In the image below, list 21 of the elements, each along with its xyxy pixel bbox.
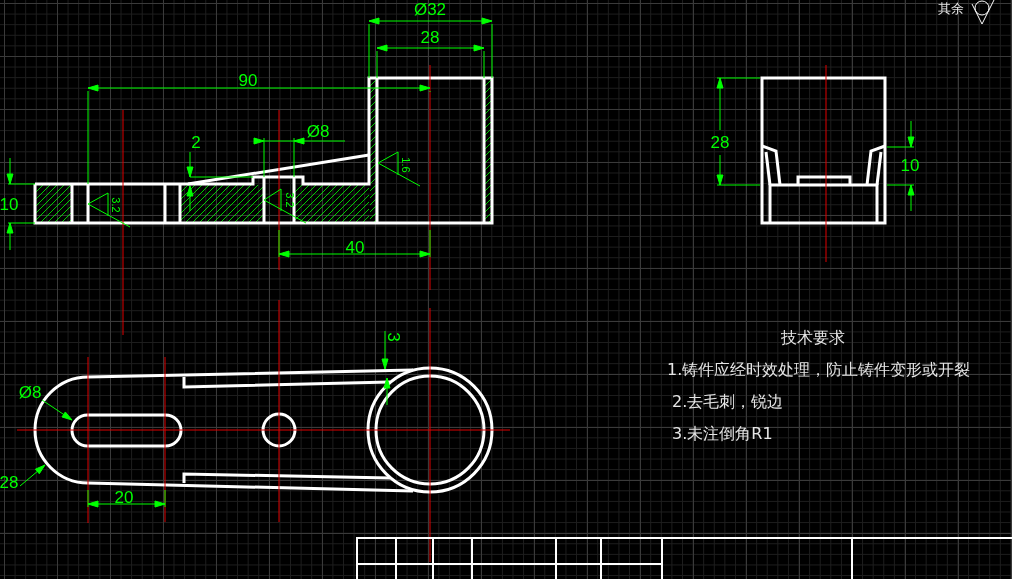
dimension-text: Ø32 [413,0,447,18]
note-text: 3.未注倒角R1 [672,426,773,442]
dimension-text: Ø8 [18,383,42,401]
dimension-text: 28 [420,28,440,46]
dimension-text: Ø8 [306,122,330,140]
dimension-text: 10 [0,195,19,213]
dimension-text: 2 [191,133,201,151]
roughness-value: 3.2 [109,197,121,213]
dimension-text: 20 [114,488,134,506]
roughness-value: 1.6 [399,157,411,173]
dimension-text: 10 [900,156,920,174]
note-text: 2.去毛刺，锐边 [672,394,784,410]
dimension-text: 40 [345,238,365,256]
dimension-text: 28 [0,473,19,491]
note-text: 其余 [938,1,964,15]
note-heading: 技术要求 [781,330,845,346]
dimension-text: 90 [238,71,258,89]
roughness-value: 3.2 [283,192,295,208]
dimension-text: 3 [384,332,402,342]
note-text: 1.铸件应经时效处理，防止铸件变形或开裂 [667,362,971,378]
dimension-text: 28 [710,133,730,151]
